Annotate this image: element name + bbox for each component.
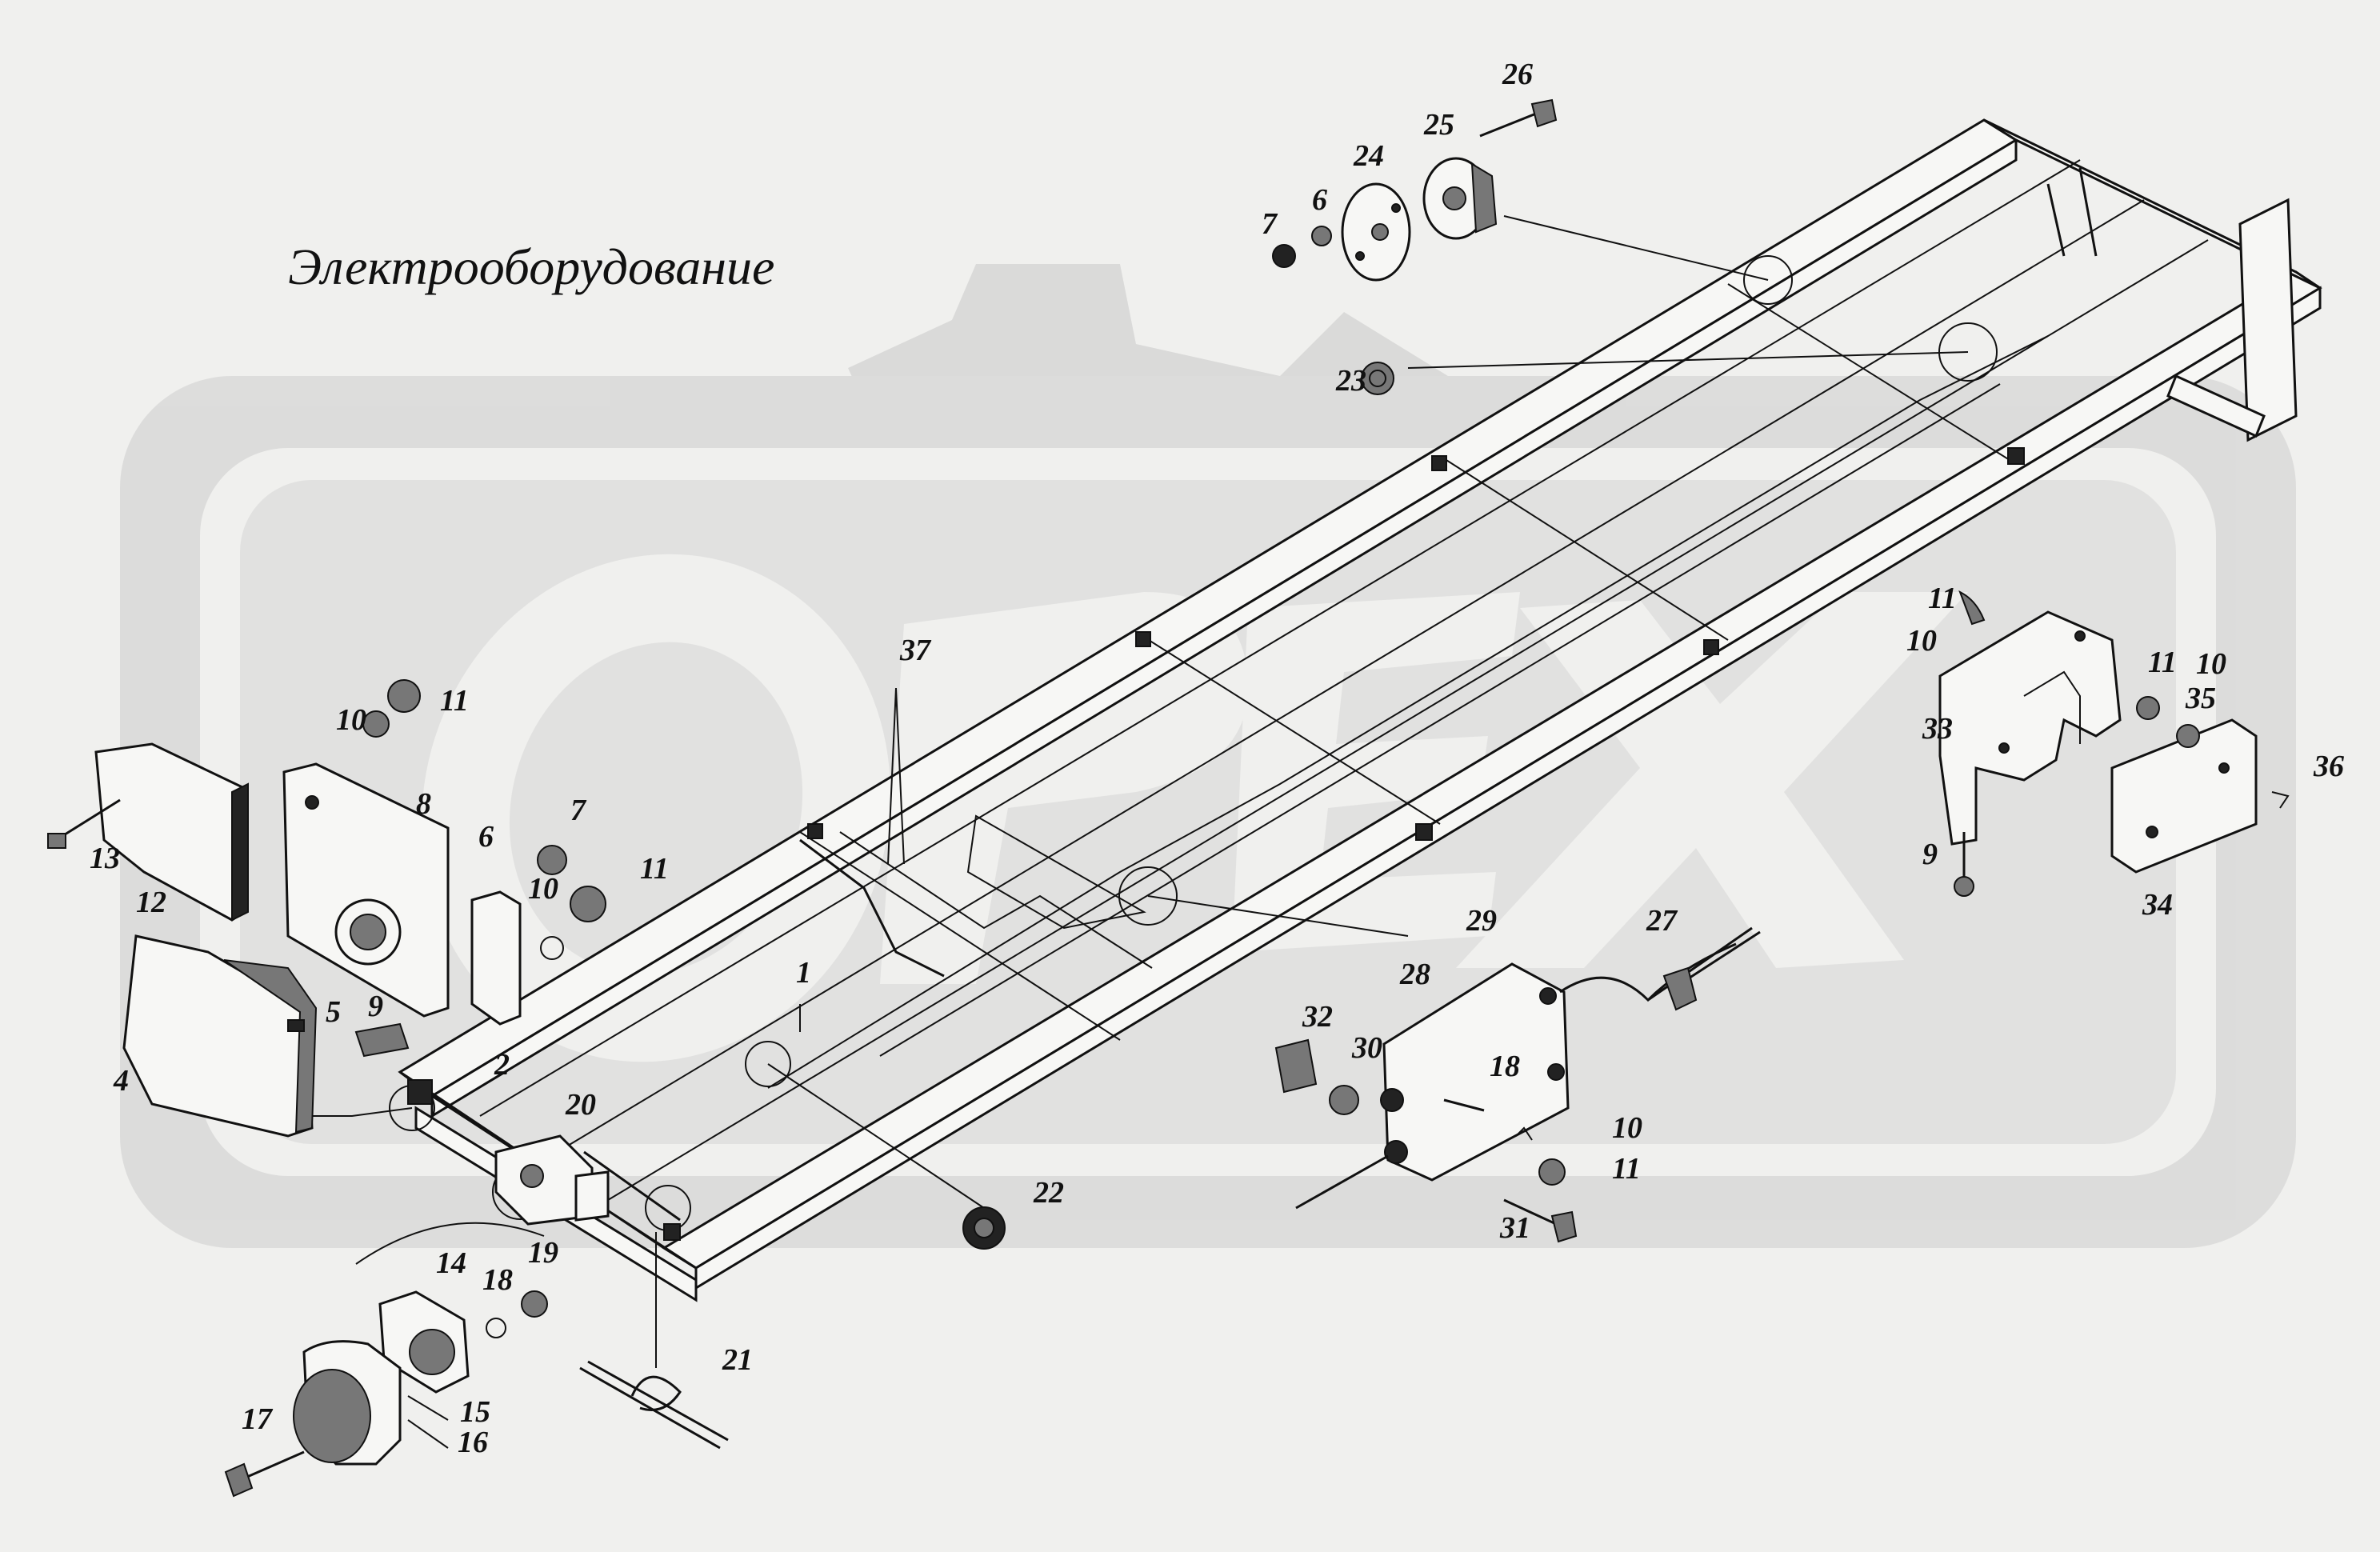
callout-22: 22 [1033, 1176, 1064, 1210]
callout-19: 19 [528, 1236, 558, 1270]
callout-11: 11 [440, 684, 469, 718]
junction-box-28-29 [1274, 926, 1761, 1243]
callout-11: 11 [1928, 582, 1957, 615]
watermark [120, 264, 2296, 1248]
callout-24: 24 [1353, 139, 1384, 173]
callout-29: 29 [1466, 904, 1497, 938]
side-lamp-34 [2110, 696, 2290, 874]
callout-15: 15 [460, 1395, 490, 1429]
callout-2: 2 [494, 1048, 510, 1082]
callout-4: 4 [113, 1064, 129, 1098]
bracket-33 [1938, 590, 2122, 897]
callout-31: 31 [1499, 1211, 1530, 1245]
callout-28: 28 [1399, 958, 1430, 991]
mounting-plate-8 [282, 679, 606, 1058]
bracket-20 [494, 1134, 681, 1226]
callout-27: 27 [1646, 904, 1678, 938]
cable-clip-21 [579, 1360, 729, 1450]
callout-8: 8 [416, 787, 431, 821]
callout-36: 36 [2313, 750, 2344, 783]
side-lamp-24-25 [1272, 98, 1558, 282]
wiring-harness [288, 215, 1969, 1368]
callout-11: 11 [2148, 646, 2177, 679]
callout-6: 6 [1312, 183, 1327, 217]
callout-21: 21 [722, 1343, 753, 1377]
callout-7: 7 [1262, 207, 1278, 241]
grommet-23 [1361, 362, 1394, 395]
callout-5: 5 [326, 995, 341, 1029]
callout-10: 10 [2196, 647, 2226, 681]
callout-7: 7 [570, 794, 587, 827]
callout-20: 20 [565, 1088, 596, 1122]
callout-18: 18 [482, 1263, 513, 1297]
callout-9: 9 [1922, 838, 1938, 871]
callout-32: 32 [1302, 1000, 1333, 1034]
callout-11: 11 [640, 852, 669, 886]
callout-26: 26 [1502, 58, 1533, 91]
callout-34: 34 [2142, 888, 2173, 922]
callout-23: 23 [1335, 364, 1366, 398]
trailer-frame [389, 118, 2322, 1302]
callout-10: 10 [336, 703, 366, 737]
callout-9: 9 [368, 990, 383, 1023]
callout-11: 11 [1612, 1152, 1641, 1186]
rear-lamp-4 [122, 934, 318, 1138]
callout-10: 10 [1612, 1111, 1642, 1145]
callout-1: 1 [796, 956, 811, 990]
callout-6: 6 [478, 820, 494, 854]
callout-13: 13 [90, 842, 120, 875]
rear-lamp-12 [47, 742, 249, 922]
callout-35: 35 [2185, 682, 2216, 715]
trailer-socket [224, 1222, 548, 1498]
callout-labels: 1245667789910101010101111111111121314151… [90, 58, 2344, 1459]
callout-30: 30 [1351, 1031, 1382, 1065]
diagram-title: Электрооборудование [288, 238, 774, 295]
callout-37: 37 [899, 634, 932, 667]
callout-18: 18 [1490, 1050, 1520, 1083]
callout-33: 33 [1922, 712, 1953, 746]
callout-16: 16 [458, 1426, 488, 1459]
grommet-22 [962, 1206, 1006, 1250]
callout-17: 17 [242, 1402, 274, 1436]
callout-14: 14 [436, 1246, 466, 1280]
callout-10: 10 [528, 872, 558, 906]
callout-10: 10 [1906, 624, 1937, 658]
callout-25: 25 [1423, 108, 1454, 142]
callout-12: 12 [136, 886, 166, 919]
